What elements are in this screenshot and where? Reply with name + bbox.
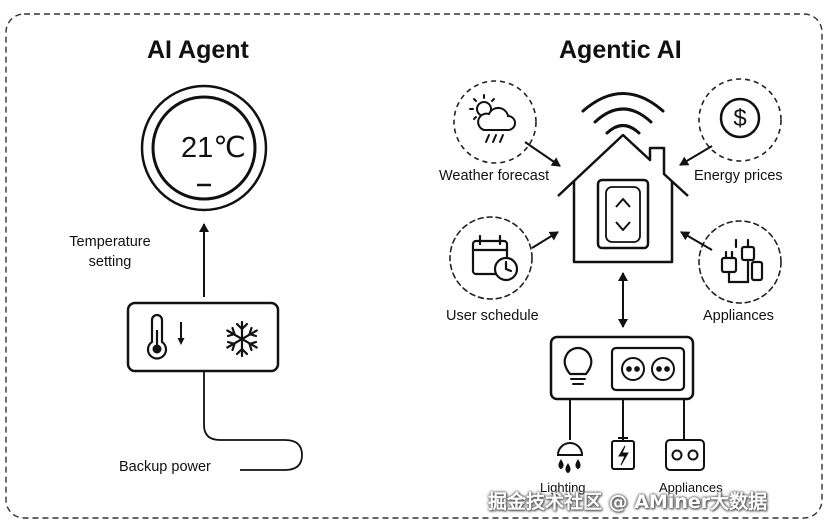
battery-icon xyxy=(611,437,635,470)
weather-label: Weather forecast xyxy=(439,168,550,184)
appliances-arrow xyxy=(680,231,713,251)
schedule-label: User schedule xyxy=(446,308,539,324)
appliances-label: Appliances xyxy=(703,308,774,324)
right-title: Agentic AI xyxy=(559,36,682,64)
watermark-text: 掘金技术社区 @ AMiner大数据 xyxy=(488,491,768,513)
backup-power-label: Backup power xyxy=(119,459,211,475)
device-hub xyxy=(549,335,695,401)
lamp-icon xyxy=(556,442,584,474)
plug-icon xyxy=(698,220,782,304)
schedule-arrow xyxy=(531,231,559,249)
light-bulb-icon xyxy=(563,346,593,385)
double-socket-icon xyxy=(610,346,686,392)
thermometer-icon xyxy=(146,313,185,360)
control-unit xyxy=(126,301,280,373)
left-title: AI Agent xyxy=(147,36,249,64)
outer-frame xyxy=(5,13,823,519)
thermostat-dial xyxy=(140,84,268,212)
energy-label: Energy prices xyxy=(694,168,783,184)
bottom-appliances-label: Appliances xyxy=(659,480,723,495)
wifi-icon xyxy=(581,92,665,135)
weather-icon xyxy=(453,80,537,164)
house-icon xyxy=(557,133,689,264)
calendar-clock-icon xyxy=(449,216,533,300)
backup-power-cable xyxy=(203,372,303,471)
thermostat-reading: 21℃ xyxy=(181,132,246,164)
svg-text:$: $ xyxy=(733,105,746,132)
hub-connectors xyxy=(569,399,685,440)
lighting-label: Lighting xyxy=(540,480,586,495)
dollar-icon: $ xyxy=(698,78,782,162)
snowflake-icon xyxy=(226,320,258,358)
energy-arrow xyxy=(679,145,713,166)
small-socket-icon xyxy=(665,439,705,471)
temperature-label: Temperature setting xyxy=(69,234,151,270)
weather-arrow xyxy=(524,141,561,167)
